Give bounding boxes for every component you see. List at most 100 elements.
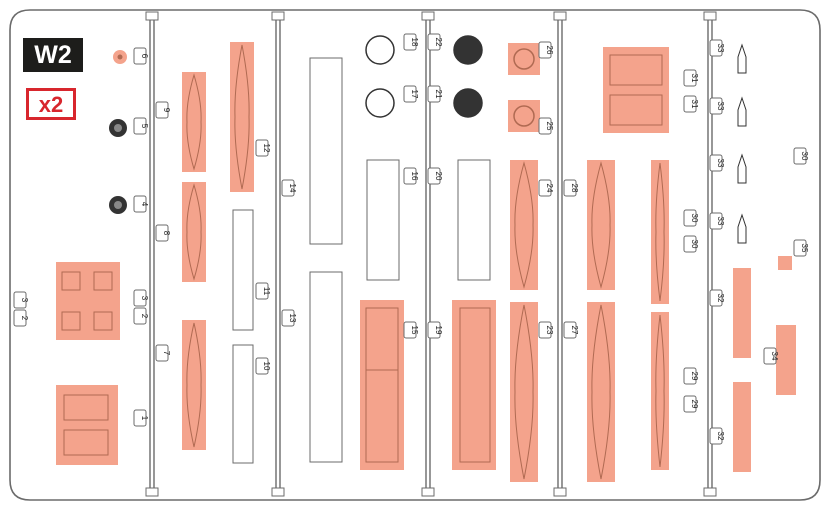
gate-tag-icon: 3 (13, 291, 29, 309)
part-7-tank (182, 320, 206, 450)
gate-tag-icon: 5 (133, 117, 149, 135)
part-number-label: 13 (288, 314, 297, 323)
gate-tag-box (255, 139, 269, 157)
part-number-label: 12 (262, 144, 271, 153)
part-20-panel (457, 159, 491, 281)
part-8-tank-outline (186, 183, 202, 281)
part-28-rocket-outline (591, 161, 611, 289)
rocket-icon (737, 213, 747, 244)
part-25-ring-circle (513, 105, 535, 127)
part-number-label: 7 (162, 351, 171, 356)
part-3-pair (56, 262, 120, 340)
gate-tag-box (538, 321, 552, 339)
gate-tag-icon: 35 (793, 239, 809, 257)
part-9-tank (182, 72, 206, 172)
gate-tag-icon: 12 (255, 139, 271, 157)
gate-tag-icon: 18 (403, 33, 419, 51)
gate-tag-icon: 16 (403, 167, 419, 185)
rocket-icon (737, 96, 747, 127)
part-number-label: 18 (410, 38, 419, 47)
quantity-badge: x2 (26, 88, 76, 120)
part-number-label: 33 (716, 102, 725, 111)
gate-tag-box (427, 321, 441, 339)
part-number-label: 32 (716, 432, 725, 441)
part-12-bomb-outline (234, 44, 250, 190)
part-19-outline (459, 307, 491, 463)
gate-tag-icon: 9 (155, 101, 171, 119)
gate-tag-icon: 8 (155, 224, 171, 242)
gate-tag-icon: 32 (709, 289, 725, 307)
gate-tag-icon: 2 (133, 307, 149, 325)
gate-tag-box (281, 179, 295, 197)
part-number-label: 30 (800, 152, 809, 161)
part-number-label: 32 (716, 294, 725, 303)
gate-tag-icon: 19 (427, 321, 443, 339)
gate-tag-icon: 31 (683, 69, 699, 87)
gate-tag-box (793, 147, 807, 165)
runner-cap (145, 11, 159, 21)
small-part-6-hole (117, 54, 123, 60)
gate-tag-box (538, 41, 552, 59)
part-7-tank-outline (186, 322, 202, 448)
gate-tag-box (709, 97, 723, 115)
gate-tag-box (683, 69, 697, 87)
part-10-panel (232, 344, 254, 464)
part-35-small (778, 256, 792, 270)
gate-tag-box (155, 101, 169, 119)
gate-tag-icon: 28 (563, 179, 579, 197)
gate-tag-icon: 15 (403, 321, 419, 339)
part-32-rail-b (733, 382, 751, 472)
part-number-label: 29 (690, 400, 699, 409)
wheel-hub-icon (365, 35, 395, 65)
runner-cap (703, 487, 717, 497)
part-27-rocket (587, 302, 615, 482)
part-number-label: 10 (262, 362, 271, 371)
rocket-icon (737, 43, 747, 74)
wheel-hub-icon (365, 88, 395, 118)
gate-tag-icon: 30 (683, 209, 699, 227)
part-13-panel (309, 271, 343, 463)
sprue-frame (9, 9, 821, 501)
gate-tag-box (709, 154, 723, 172)
part-number-label: 25 (545, 122, 554, 131)
part-number-label: 28 (570, 184, 579, 193)
part-26-ring-circle (513, 48, 535, 70)
gate-tag-icon: 22 (427, 33, 443, 51)
gate-tag-box (403, 321, 417, 339)
part-number-label: 3 (20, 298, 29, 303)
rocket-icon (737, 153, 747, 184)
gate-tag-box (427, 167, 441, 185)
part-number-label: 6 (140, 54, 149, 59)
gate-tag-box (133, 307, 147, 325)
gate-tag-icon: 3 (133, 289, 149, 307)
part-8-tank (182, 182, 206, 282)
gate-tag-box (155, 344, 169, 362)
part-12-bomb (230, 42, 254, 192)
part-number-label: 16 (410, 172, 419, 181)
part-28-rocket (587, 160, 615, 290)
part-number-label: 3 (140, 296, 149, 301)
gate-tag-box (683, 235, 697, 253)
part-number-label: 26 (545, 46, 554, 55)
sprue-id-badge: W2 (23, 38, 83, 72)
part-23-rocket-outline (514, 304, 534, 480)
part-number-label: 20 (434, 172, 443, 181)
part-number-label: 11 (262, 287, 271, 296)
gate-tag-box (403, 167, 417, 185)
part-number-label: 35 (800, 244, 809, 253)
part-19-fairing (452, 300, 496, 470)
gate-tag-box (427, 85, 441, 103)
gate-tag-icon: 21 (427, 85, 443, 103)
part-31-rack (603, 47, 669, 133)
gate-tag-icon: 14 (281, 179, 297, 197)
gate-tag-icon: 30 (683, 235, 699, 253)
part-number-label: 2 (140, 314, 149, 319)
part-11-panel (232, 209, 254, 331)
part-number-label: 9 (162, 108, 171, 113)
part-number-label: 4 (140, 202, 149, 207)
part-15-fairing (360, 300, 404, 470)
part-29-pylon-outline (655, 314, 665, 468)
gate-tag-box (281, 309, 295, 327)
gate-tag-box (683, 209, 697, 227)
runner-cap (553, 487, 567, 497)
